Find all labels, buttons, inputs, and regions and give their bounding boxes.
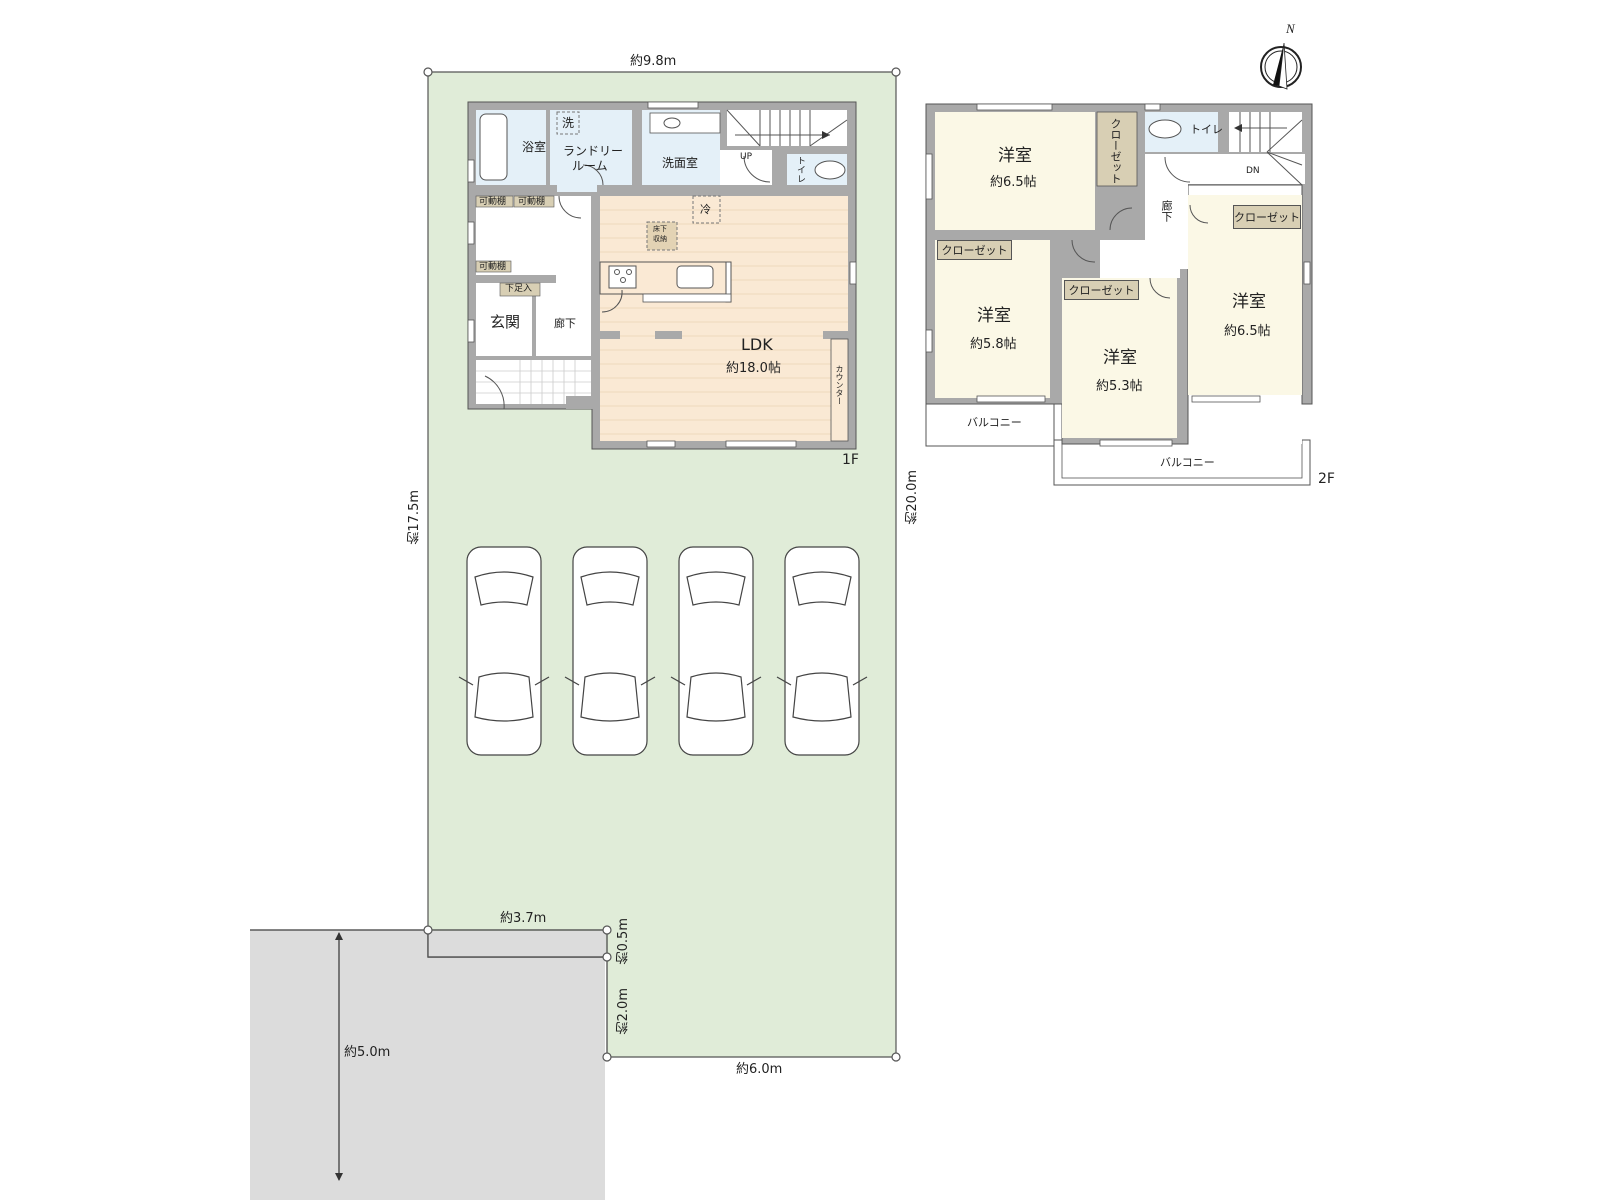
room-bath: 浴室	[522, 140, 547, 154]
room-entrance: 玄関	[490, 313, 521, 331]
road-area	[250, 930, 605, 1200]
room-bed1: 洋室	[998, 146, 1032, 166]
dim-road-depth: 約5.0m	[344, 1045, 391, 1060]
dim-right: 約20.0m	[905, 470, 920, 525]
dim-notch-top: 約3.7m	[500, 911, 547, 926]
bed1-closet: クローゼット	[1109, 118, 1122, 184]
room-laundry-1: ランドリー	[563, 144, 624, 158]
bed2-area: 約5.8帖	[970, 337, 1017, 352]
room-bed3: 洋室	[1103, 348, 1137, 368]
bed1-area: 約6.5帖	[990, 175, 1037, 190]
washer-space: 洗	[562, 116, 575, 130]
floor2-plan	[925, 103, 1313, 486]
bed3-area: 約5.3帖	[1096, 379, 1143, 394]
room-toilet-1f: トイレ	[795, 156, 805, 183]
dim-notch-side: 約2.0m	[616, 988, 631, 1035]
bed4-area: 約6.5帖	[1224, 324, 1271, 339]
shelf-1: 可動棚	[479, 197, 507, 207]
bed4-closet: クローゼット	[1233, 205, 1301, 229]
room-laundry-2: ルーム	[572, 159, 608, 173]
floor1-plan	[467, 101, 857, 450]
dim-notch-small: 約0.5m	[616, 918, 631, 965]
parking-cars	[458, 546, 868, 756]
balcony-2: バルコニー	[1160, 456, 1215, 469]
dim-left: 約17.5m	[407, 490, 422, 545]
shoe-storage: 下足入	[505, 284, 533, 294]
underfloor-2: 収納	[653, 235, 667, 243]
fridge-space: 冷	[700, 203, 711, 216]
dim-top: 約9.8m	[630, 54, 677, 69]
room-hall-2f: 廊下	[1160, 200, 1173, 222]
counter-label: カウンター	[835, 365, 844, 405]
room-bed2: 洋室	[977, 306, 1011, 326]
lot-corner-markers	[423, 67, 901, 1062]
bed2-closet: クローゼット	[937, 240, 1012, 260]
compass-label: N	[1286, 21, 1295, 36]
room-bed4: 洋室	[1232, 292, 1266, 312]
shelf-3: 可動棚	[479, 262, 507, 272]
room-washroom: 洗面室	[662, 156, 699, 170]
stairs-up: UP	[740, 152, 753, 162]
bed3-closet: クローゼット	[1064, 280, 1139, 300]
room-hall-1f: 廊下	[554, 317, 576, 330]
room-ldk: LDK	[741, 335, 773, 354]
shelf-2: 可動棚	[518, 197, 546, 207]
dim-bottom: 約6.0m	[736, 1062, 783, 1077]
compass-north-icon	[1260, 42, 1302, 90]
underfloor-1: 床下	[653, 225, 667, 233]
room-toilet-2f: トイレ	[1190, 123, 1223, 136]
ldk-area: 約18.0帖	[726, 361, 781, 376]
balcony-1: バルコニー	[967, 416, 1022, 429]
floor1-tag: 1F	[842, 452, 859, 468]
floor2-tag: 2F	[1318, 471, 1335, 487]
stairs-down: DN	[1246, 166, 1260, 176]
